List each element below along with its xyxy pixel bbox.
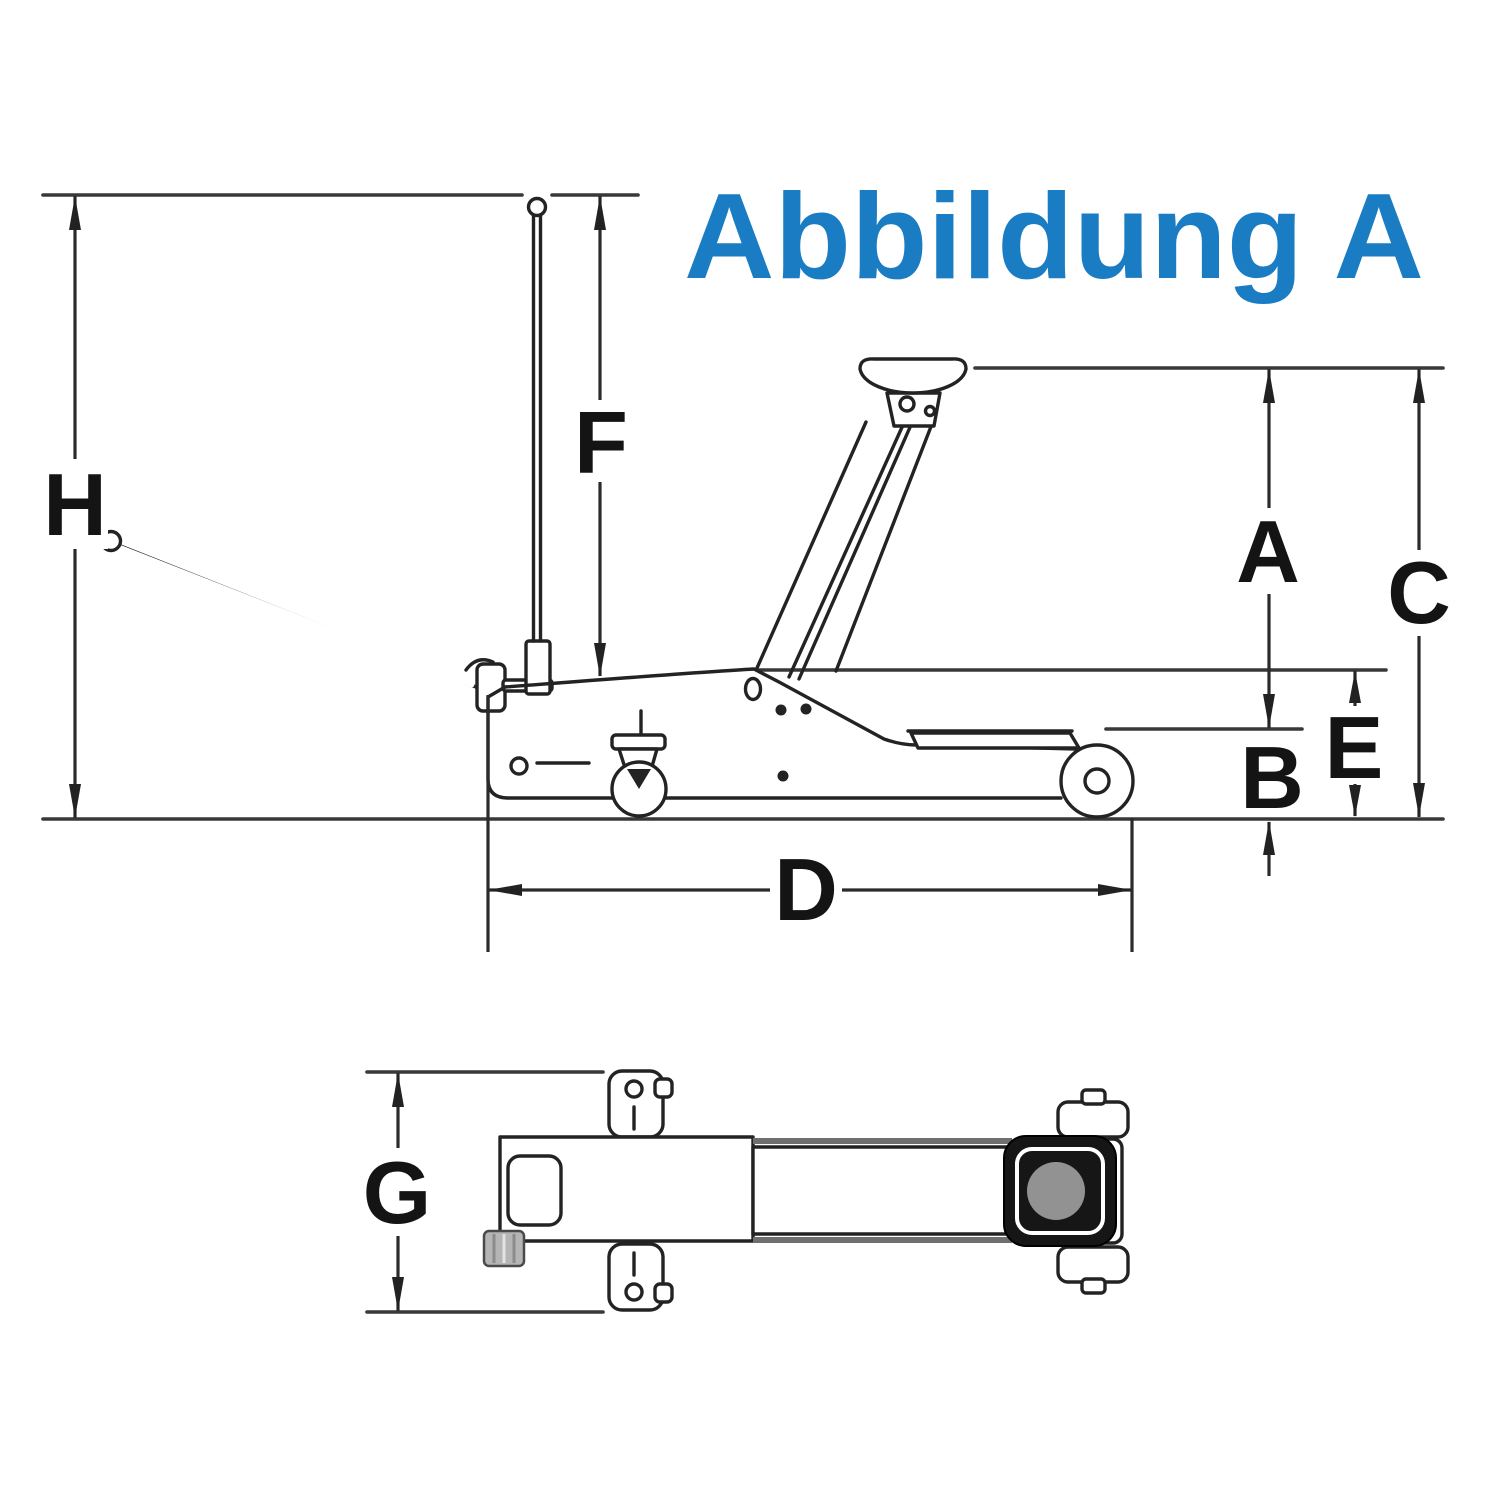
- dimension-C: C: [1387, 369, 1452, 817]
- chassis-top-edge: [503, 667, 1079, 751]
- caster-tab: [653, 1077, 674, 1099]
- dim-label-C: C: [1387, 543, 1451, 642]
- dim-label-B: B: [1240, 728, 1304, 827]
- caster-plate: [610, 733, 667, 751]
- top-caster-plan: [607, 1069, 674, 1139]
- front-caster-wheel: [610, 709, 668, 818]
- arrowhead-up: [1263, 821, 1275, 855]
- rivet-hole: [777, 770, 789, 782]
- dimension-E: E: [1325, 671, 1384, 817]
- caster-bolt-hole: [624, 1079, 644, 1099]
- arrowhead-up: [69, 196, 81, 230]
- pump-housing-plan: [506, 1154, 563, 1227]
- handle-rod: [531, 214, 543, 643]
- figure-title: Abbildung A: [684, 168, 1424, 304]
- axle-tab: [1080, 1088, 1107, 1106]
- bottom-caster-plan: [607, 1242, 674, 1312]
- handle-socket-plan: [482, 1229, 526, 1268]
- dim-label-E: E: [1325, 698, 1384, 797]
- rear-wheel-bottom-plan: [1056, 1245, 1130, 1295]
- floor-jack-top: [482, 1069, 1130, 1312]
- pump-lever: [99, 529, 478, 689]
- dim-label-D: D: [774, 840, 838, 939]
- dimension-F: F: [570, 196, 632, 677]
- rear-section: [906, 729, 1135, 819]
- rivet-hole: [775, 704, 787, 716]
- arrowhead-down: [392, 1277, 404, 1311]
- dim-label-G: G: [363, 1143, 431, 1242]
- lift-arm-plan: [751, 1145, 1015, 1236]
- wheel: [1056, 1100, 1130, 1139]
- dim-label-A: A: [1236, 502, 1300, 601]
- arrowhead-right: [1098, 884, 1132, 896]
- arrowhead-up: [594, 196, 606, 230]
- lift-arm-ram-line: [797, 423, 913, 681]
- wheel: [1056, 1245, 1130, 1284]
- chassis-oval-hole: [743, 676, 763, 702]
- caster-plate: [607, 1242, 665, 1312]
- rear-wheel-top-plan: [1056, 1088, 1130, 1139]
- lift-arm-front-edge: [755, 420, 868, 670]
- arrowhead-up: [392, 1073, 404, 1107]
- lift-arm-ram-line: [787, 423, 905, 679]
- dimension-G: G: [363, 1070, 605, 1314]
- dimension-H: H: [42, 196, 108, 818]
- dimension-A: A: [1236, 369, 1301, 728]
- arrowhead-down: [69, 784, 81, 818]
- side-plate-hole: [509, 756, 529, 776]
- lift-arm-rear-edge: [834, 422, 934, 673]
- saddle-dish: [858, 357, 968, 395]
- dimension-B: B: [1240, 728, 1304, 876]
- arrowhead-up: [1263, 369, 1275, 403]
- top-view: G: [363, 1069, 1130, 1314]
- caster-bolt-hole: [624, 1282, 644, 1302]
- arrowhead-up: [1349, 671, 1361, 703]
- rear-foot-pad: [909, 731, 1081, 750]
- saddle-raised: [858, 357, 968, 428]
- saddle-pin-hole: [923, 404, 937, 418]
- arrowhead-up: [1413, 369, 1425, 403]
- lift-arm: [755, 420, 934, 681]
- saddle-plan: [1003, 1135, 1117, 1247]
- arrowhead-down: [1349, 785, 1361, 817]
- arrowhead-down: [1413, 783, 1425, 817]
- rivet-hole: [800, 703, 812, 715]
- side-view: H F A C E: [41, 193, 1452, 952]
- saddle-rim: [1015, 1147, 1105, 1235]
- caster-tab: [653, 1282, 674, 1304]
- lever-shaft-core: [114, 543, 475, 688]
- dimension-D: D: [486, 695, 1134, 952]
- arrowhead-down: [1263, 694, 1275, 728]
- handle-rod-top-eye: [526, 196, 548, 218]
- caster-fork-shadow: [627, 769, 651, 789]
- arrowhead-left: [488, 884, 522, 896]
- pump-cylinder: [524, 639, 552, 696]
- saddle-rubber-pad: [1027, 1162, 1085, 1220]
- pump-assembly: [464, 196, 554, 713]
- rear-wheel-hub: [1083, 767, 1111, 795]
- dim-label-F: F: [574, 393, 628, 492]
- release-hook: [464, 658, 495, 672]
- dim-label-H: H: [43, 455, 107, 554]
- saddle-pivot-hole: [898, 395, 916, 413]
- axle-tab: [1080, 1277, 1107, 1295]
- arrowhead-down: [594, 643, 606, 677]
